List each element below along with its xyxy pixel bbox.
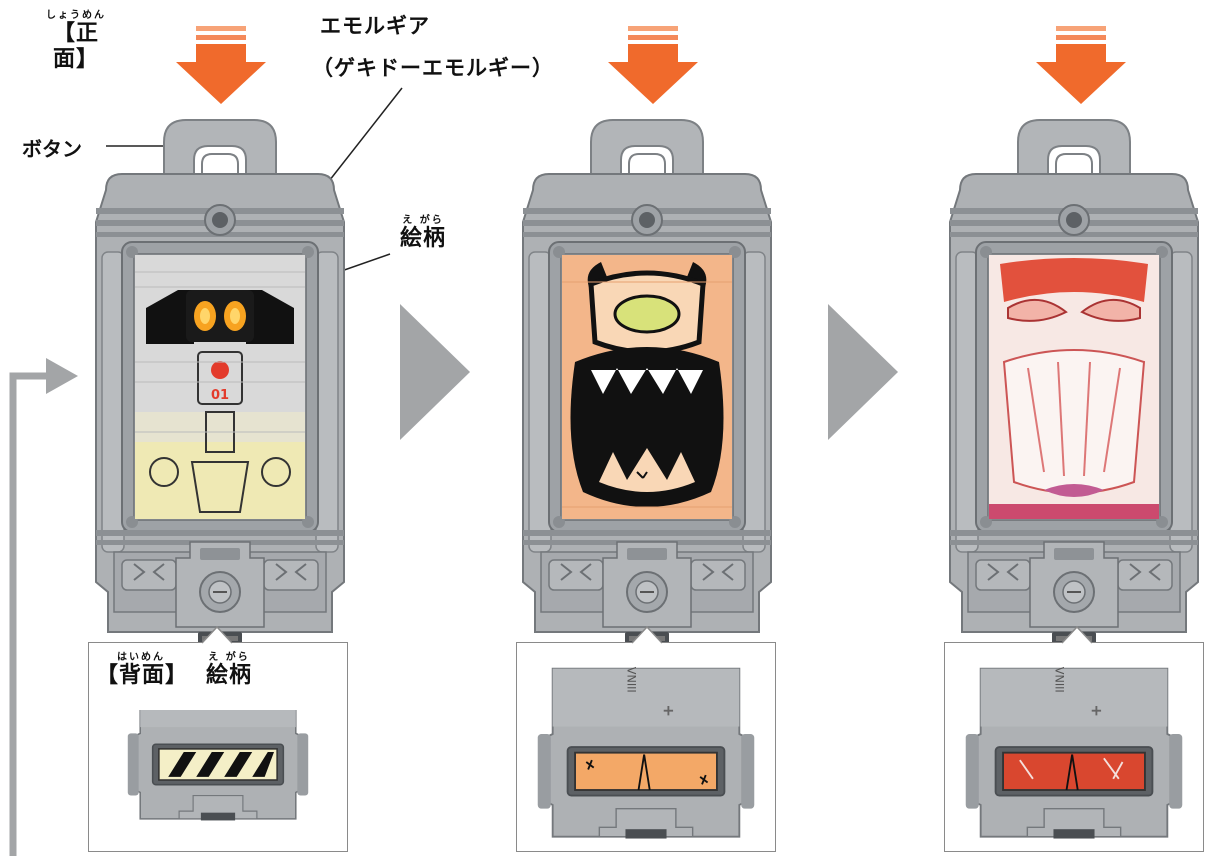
- device-front-stage-3: [949, 119, 1199, 649]
- inset-pointer-notch: [632, 626, 662, 644]
- face3-pattern: [989, 255, 1159, 519]
- back-device-1: [127, 710, 310, 822]
- face2-pattern: [562, 255, 732, 519]
- face1-badge-text: 01: [211, 388, 229, 403]
- front-label-ruby: しょうめん: [46, 10, 106, 21]
- inset-pointer-notch: [202, 626, 232, 644]
- inset-pointer-notch: [1062, 626, 1092, 644]
- emolgear-callout-line1: エモルギア: [320, 14, 430, 38]
- button-callout: ボタン: [22, 137, 82, 161]
- device-front-stage-1: 01: [95, 119, 345, 649]
- face1-pattern: 01: [135, 255, 305, 519]
- back-device-3: VNIII: [964, 667, 1184, 840]
- press-down-arrow-icon: [176, 26, 266, 104]
- front-label: しょうめん 【正面】: [36, 10, 116, 73]
- back-label: はいめん 【背面】: [96, 652, 189, 689]
- device-front-stage-2: [522, 119, 772, 649]
- loop-back-arrow-icon: [9, 358, 78, 856]
- pattern-back-callout: え がら 絵柄: [194, 652, 264, 689]
- pattern-back-text: 絵柄: [205, 663, 252, 688]
- front-label-text: 【正面】: [52, 21, 99, 72]
- next-stage-arrow-icon: [400, 304, 470, 440]
- press-down-arrow-icon: [1036, 26, 1126, 104]
- back-side-vertical-mark: VNIII: [624, 667, 637, 693]
- pattern-front-callout: え がら 絵柄: [392, 215, 454, 252]
- back-label-text: 【背面】: [96, 663, 189, 688]
- back-side-vertical-mark: VNIII: [1052, 667, 1065, 693]
- pattern-front-text: 絵柄: [399, 226, 446, 251]
- emolgear-callout-line2: （ゲキドーエモルギー）: [312, 56, 554, 80]
- pattern-back-ruby: え がら: [208, 652, 250, 663]
- pattern-front-ruby: え がら: [402, 215, 444, 226]
- back-label-ruby: はいめん: [117, 652, 165, 663]
- next-stage-arrow-icon: [828, 304, 898, 440]
- press-down-arrow-icon: [608, 26, 698, 104]
- back-device-2: VNIII: [536, 667, 756, 840]
